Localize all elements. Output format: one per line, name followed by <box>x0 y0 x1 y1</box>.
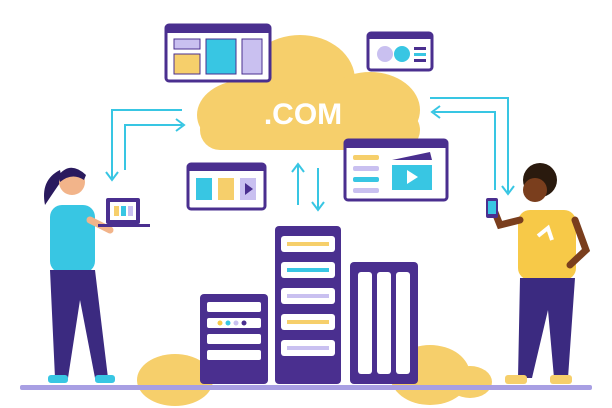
cloud <box>197 35 420 150</box>
man-with-phone <box>486 163 591 384</box>
apps-window <box>186 162 267 211</box>
arrows <box>105 97 515 212</box>
woman-with-laptop <box>44 167 150 383</box>
arrow-right-down-icon <box>430 97 509 192</box>
video-window <box>343 138 449 202</box>
analytics-window <box>366 31 434 72</box>
server-rack-right <box>350 262 418 384</box>
dashboard-window <box>164 23 272 83</box>
arrow-left-up-icon <box>124 124 182 170</box>
server-rack-center <box>275 226 341 384</box>
pie-chart-icon <box>377 46 393 62</box>
ground-line <box>20 385 592 390</box>
server-rack-left <box>200 294 268 384</box>
arrow-left-down-icon <box>111 109 182 178</box>
music-icon <box>218 178 234 200</box>
cloud-domain-label: .COM <box>264 98 342 131</box>
